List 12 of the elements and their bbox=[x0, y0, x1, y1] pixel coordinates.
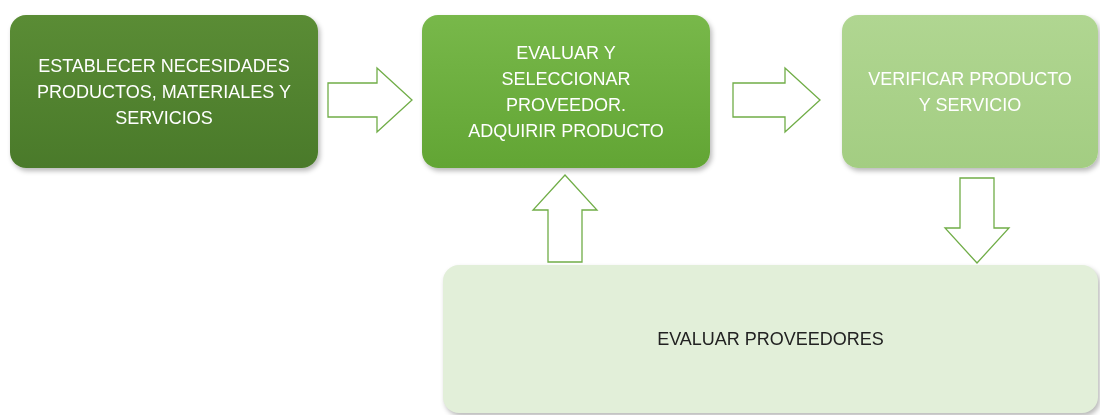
process-box bbox=[443, 265, 1098, 413]
process-box bbox=[842, 15, 1098, 168]
block-arrow bbox=[732, 66, 821, 134]
box-text: EVALUAR PROVEEDORES bbox=[657, 328, 884, 351]
block-arrow bbox=[327, 66, 413, 134]
process-box bbox=[10, 15, 318, 168]
block-arrow bbox=[943, 177, 1011, 264]
process-box bbox=[422, 15, 710, 168]
box-text: VERIFICAR PRODUCTO Y SERVICIO bbox=[867, 67, 1073, 117]
block-arrow bbox=[531, 174, 599, 263]
box-text: ESTABLECER NECESIDADES PRODUCTOS, MATERIALES Y SERVICIOS bbox=[36, 54, 292, 130]
box-text: EVALUAR Y SELECCIONAR PROVEEDOR. ADQUIRIR PRODUCTO bbox=[467, 41, 665, 143]
